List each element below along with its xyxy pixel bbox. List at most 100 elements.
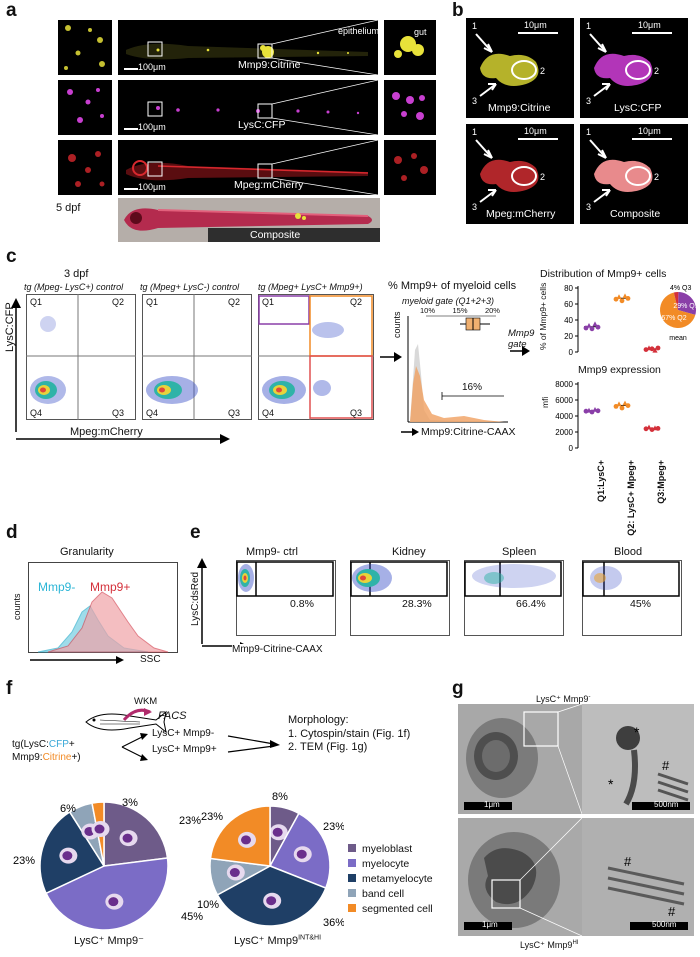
facs-plot-3 (258, 294, 374, 420)
e-plot-ctrl (236, 560, 336, 636)
q1-label: Q1 (262, 297, 275, 307)
data-point (652, 347, 658, 353)
data-point (625, 296, 631, 301)
out1-label: LysC+ Mmp9- (152, 728, 215, 739)
panel-label-a: a (6, 0, 17, 21)
pie-percent-label: 23% (13, 855, 35, 867)
legend-label: band cell (362, 888, 405, 900)
tick-label: 10% (420, 306, 436, 315)
e-title-spleen: Spleen (502, 546, 537, 558)
legend-swatch (348, 844, 356, 852)
wkm-label: WKM (134, 696, 158, 707)
gut-label: gut (414, 27, 427, 37)
data-point (655, 345, 661, 351)
arrow-right-icon (380, 352, 402, 362)
facs-title-2: tg (Mpeg+ LysC-) control (140, 282, 240, 292)
pie-percent-label: 8% (272, 791, 288, 803)
plus-text: + (68, 739, 75, 750)
split-arrows-icon (121, 733, 148, 761)
tem-mark: * (608, 776, 614, 792)
expr-title: Mmp9 expression (578, 364, 661, 376)
granularity-ylabel: counts (12, 593, 22, 620)
tile-composite: 10μm 1 2 3 Composite (580, 124, 688, 224)
mcherry-zoom-left (58, 140, 112, 195)
legend-swatch (348, 859, 356, 867)
legend-label: segmented cell (362, 903, 433, 915)
tile-label: Mpeg:mCherry (486, 208, 556, 220)
mmp9-text: Mmp9: (12, 752, 43, 763)
q4-label: Q4 (30, 408, 43, 418)
arrow-label-2: 2 (540, 66, 546, 76)
y-tick-label: 0 (569, 348, 574, 357)
data-point (619, 298, 625, 304)
e-title-ctrl: Mmp9- ctrl (246, 546, 298, 558)
hist-ticks: 10% 15% 20% (420, 306, 500, 315)
y-tick-label: 20 (564, 332, 573, 341)
row-label-cfp: LysC:CFP (238, 119, 286, 131)
facs-plot-2 (142, 294, 252, 420)
g-top-label-sup: - (588, 694, 591, 700)
data-point (616, 401, 622, 407)
scale-bar (124, 68, 138, 70)
y-tick-label: 2000 (555, 428, 573, 437)
q1-label: Q1 (146, 297, 159, 307)
legend-item: myelocyte (348, 857, 433, 872)
pie-label: 67% Q2 (661, 315, 686, 322)
legend-label: metamyelocyte (362, 873, 433, 885)
group-labels: Q1:LysC+Q2: LysC+ Mpeg+Q3:Mpeg+ (596, 460, 700, 536)
pie-percent-label: 6% (60, 803, 76, 815)
tile-label: Composite (610, 208, 661, 220)
pie2-caption: LysC⁺ Mmp9INT&HI (234, 934, 321, 947)
granularity-plot (28, 562, 178, 653)
g-top-label-text: LysC⁺ Mmp9 (536, 694, 589, 704)
legend-item: segmented cell (348, 902, 433, 917)
pie-slice (45, 857, 169, 931)
q3-label: Q3 (228, 408, 241, 418)
pie1-caption: LysC⁺ Mmp9⁻ (74, 935, 144, 947)
tile-label: LysC:CFP (614, 102, 662, 114)
e-title-blood: Blood (614, 546, 643, 558)
morph-item-1: 1. Cytospin/stain (Fig. 1f) (288, 727, 411, 740)
data-point (589, 326, 595, 332)
legend-swatch (348, 889, 356, 897)
data-point (595, 408, 601, 414)
hist-ylabel: counts (392, 311, 402, 338)
citrine-text: Citrine (42, 752, 72, 763)
arrow-label-2: 2 (540, 172, 546, 182)
q3-label: Q3 (112, 408, 125, 418)
legend-item: myeloblast (348, 842, 433, 857)
pie-chart-mmp9-neg: 23%45%23%6%3% (13, 797, 203, 931)
zebrafish-icon (85, 708, 167, 734)
epithelium-label: epithelium (338, 26, 378, 36)
scale-bar (124, 188, 138, 190)
pie2-caption-sup: INT&HI (298, 934, 322, 942)
pie-percent-label: 36% (323, 917, 344, 929)
panel-label-d: d (6, 522, 18, 543)
data-point (643, 347, 649, 352)
data-point (643, 426, 649, 432)
mmp9-pos-label: Mmp9+ (90, 580, 131, 594)
scale-bar-label: 100μm (138, 122, 166, 132)
tem-scale-1: 1μm (484, 800, 500, 809)
data-point (592, 321, 598, 327)
y-tick-label: 40 (564, 316, 573, 325)
legend-item: band cell (348, 887, 433, 902)
arrow-label-2: 2 (654, 172, 660, 182)
granularity-xlabel: SSC (140, 654, 161, 665)
facs-title-3: tg (Mpeg+ LysC+ Mmp9+) (258, 282, 363, 292)
data-point (619, 405, 625, 411)
e-plot-blood (582, 560, 682, 636)
cell-nucleus (108, 897, 119, 907)
scale-bar-label: 100μm (138, 62, 166, 72)
cell-nucleus (296, 849, 307, 859)
pie-percent-label: 23% (179, 815, 201, 827)
morph-title: Morphology: (288, 714, 349, 726)
g-bottom-label: LysC⁺ Mmp9HI (520, 940, 578, 951)
legend-item: metamyelocyte (348, 872, 433, 887)
hist-plot (407, 315, 508, 423)
arrow-right-icon (510, 346, 530, 356)
data-point (649, 346, 655, 352)
